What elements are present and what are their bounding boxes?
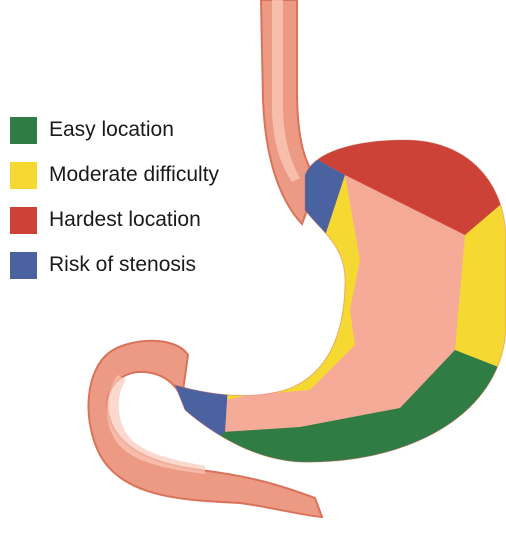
stomach-body: [170, 130, 506, 480]
